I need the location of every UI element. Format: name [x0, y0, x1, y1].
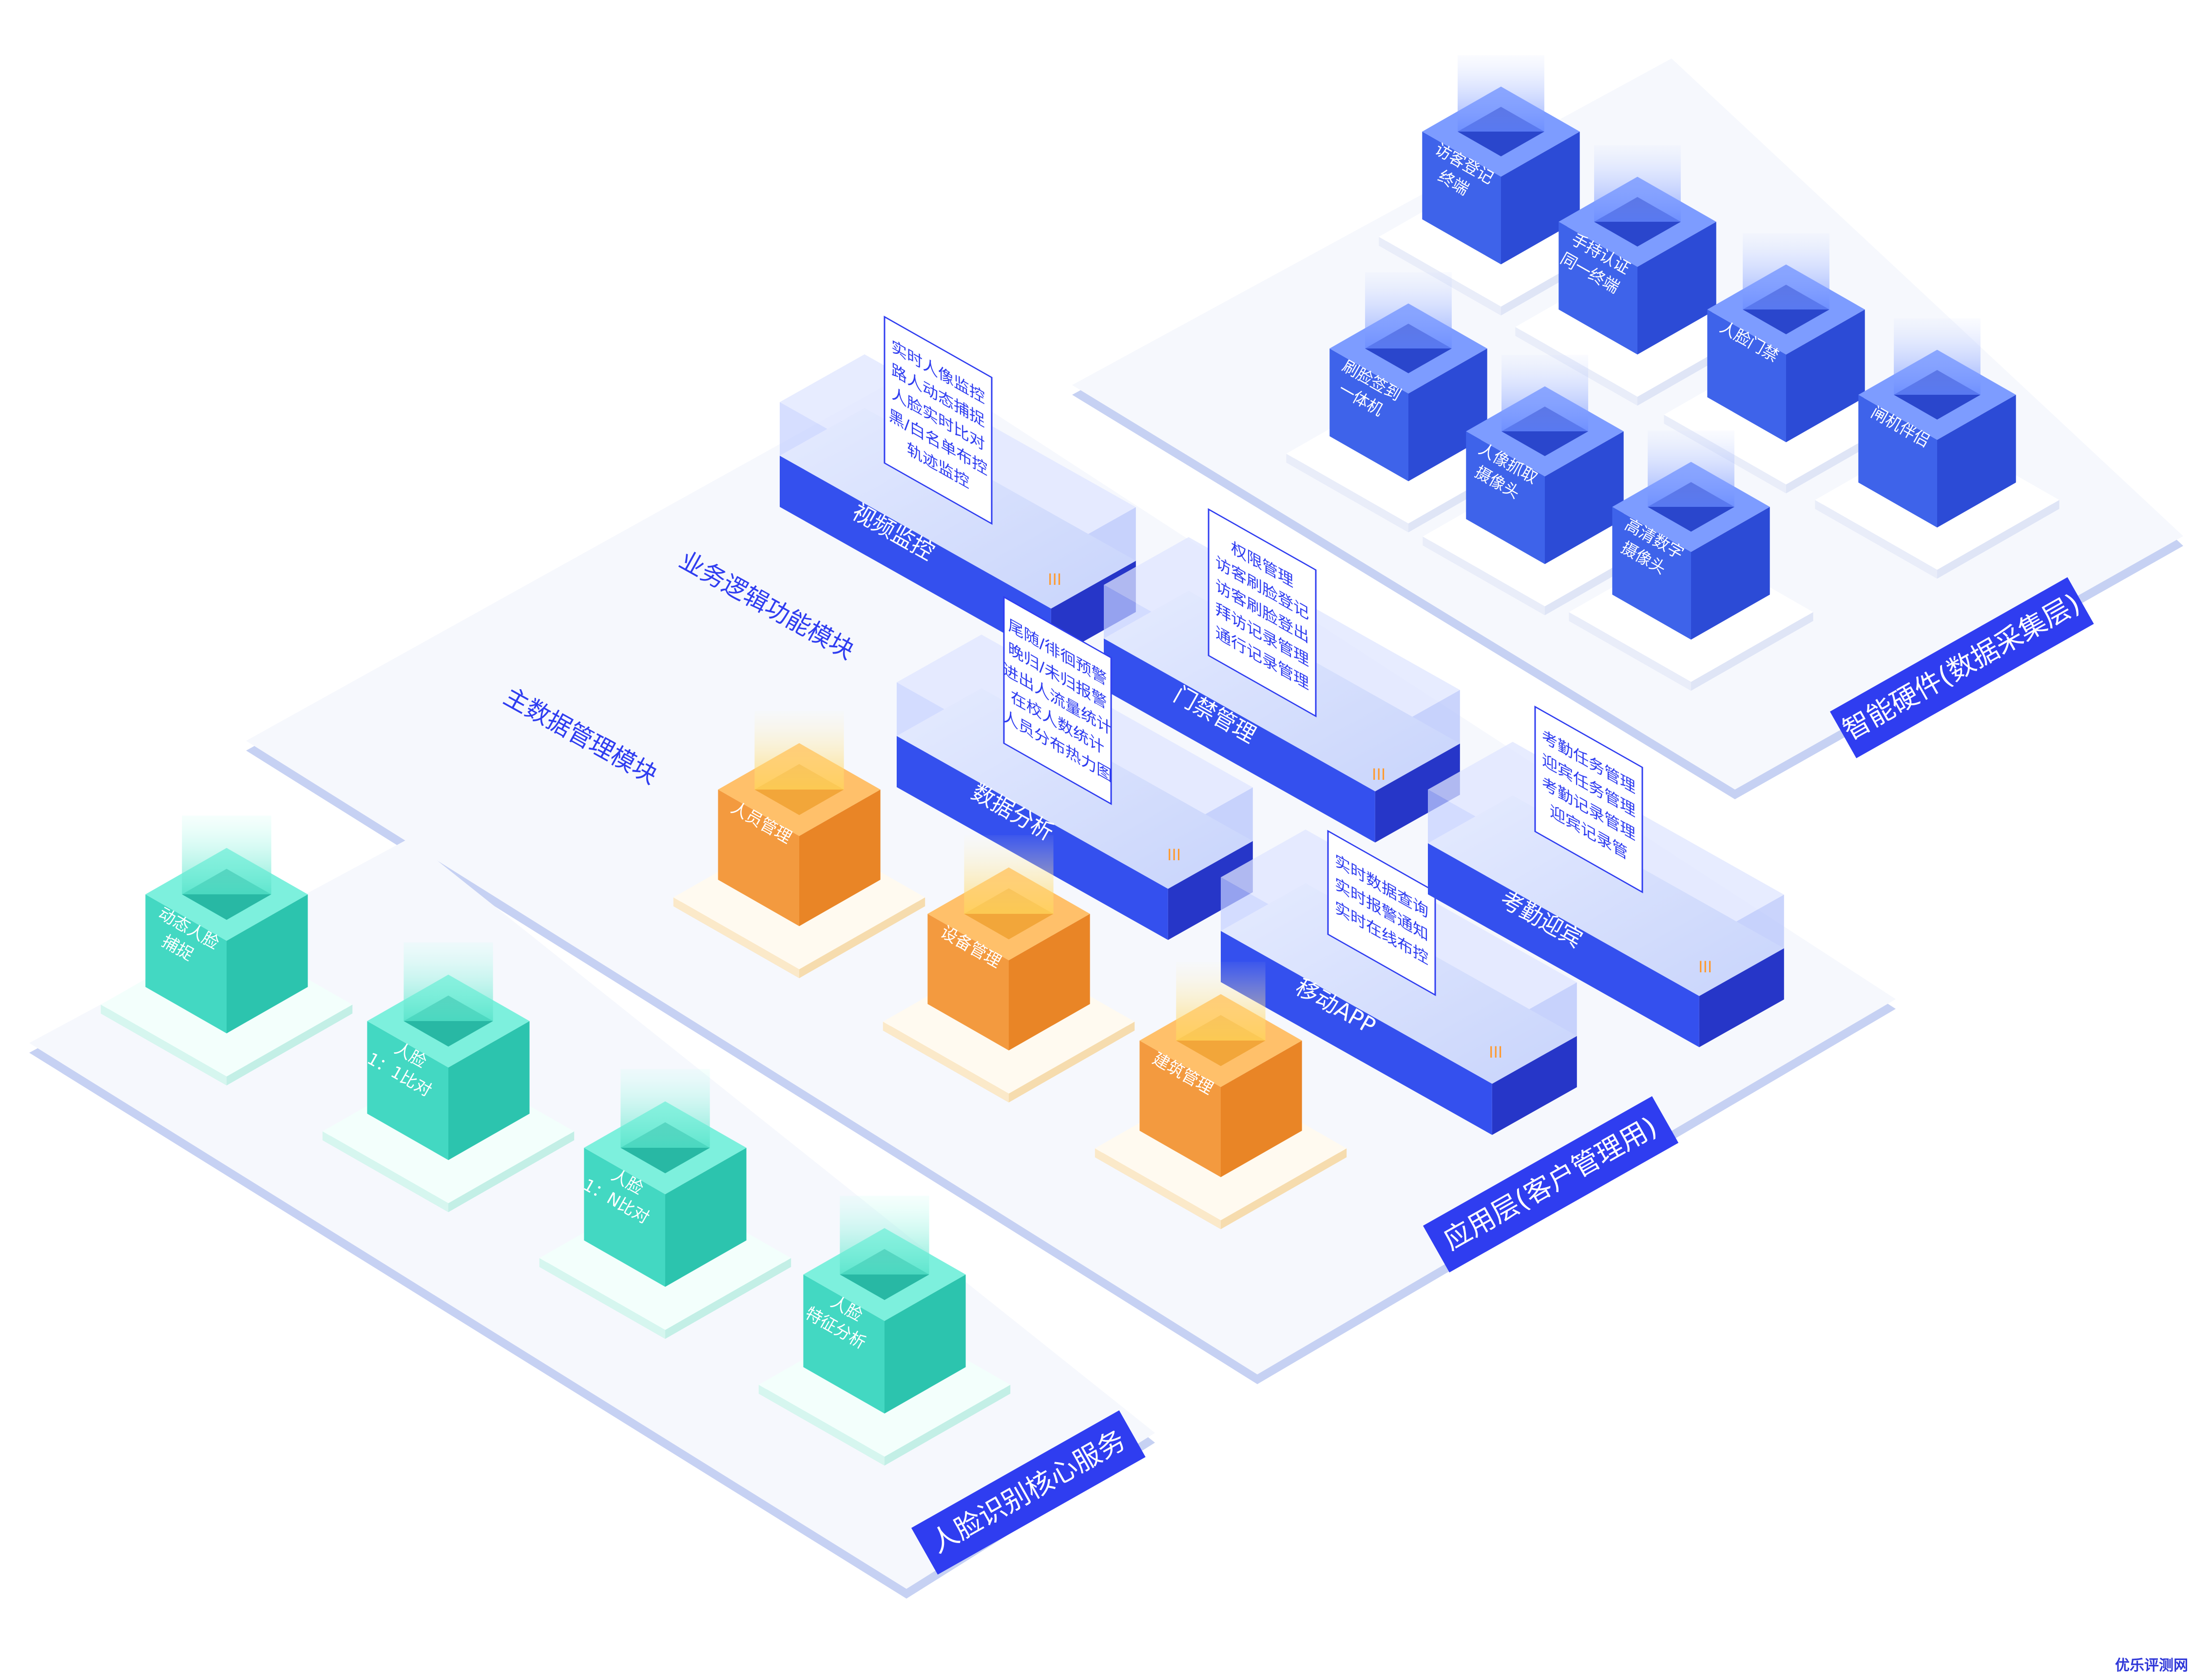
hardware-cube-0: 访客登记终端 — [1379, 55, 1623, 316]
master-cube-2: 建筑管理 — [1095, 962, 1347, 1229]
module-attendance: 考勤任务管理迎宾任务管理考勤记录管理迎宾记录管 — [1428, 705, 1784, 1047]
hardware-cube-5: 高清数字摄像头 — [1569, 430, 1813, 691]
module-bars-app: III — [1489, 1043, 1502, 1062]
watermark-text: 优乐评测网 — [2115, 1657, 2188, 1674]
face-cube-0: 动态人脸捕捉 — [100, 815, 353, 1085]
master-cube-0: 人员管理 — [673, 711, 925, 978]
module-bars-access: III — [1372, 765, 1385, 784]
module-bars-analysis: III — [1167, 846, 1181, 864]
module-bars-attendance: III — [1698, 958, 1712, 976]
hardware-cube-6: 闸机伴侣 — [1815, 318, 2059, 579]
face-cube-3: 人脸特征分析 — [758, 1196, 1011, 1466]
diagram-elements: 访客登记终端手持认证同一终端人脸门禁刷脸签到一体机人像抓取摄像头高清数字摄像头闸… — [100, 55, 2059, 1466]
master-cube-1: 设备管理 — [883, 835, 1135, 1102]
module-bars-video: III — [1048, 570, 1061, 589]
face-cube-1: 人脸1：1比对 — [322, 942, 575, 1212]
module-analysis-note-card: 尾随/徘徊预警晚归/未归报警进出人流量统计在校人数统计人员分布热力图 — [1003, 596, 1112, 805]
module-access-note-card: 权限管理访客刷脸登记访客刷脸登出拜访记录管理通行记录管理 — [1208, 508, 1317, 717]
platform-hardware — [1072, 58, 2183, 799]
module-attendance-note-card: 考勤任务管理迎宾任务管理考勤记录管理迎宾记录管 — [1534, 705, 1643, 893]
face-cube-2: 人脸1：N比对 — [539, 1069, 791, 1339]
hardware-cube-4: 人像抓取摄像头 — [1423, 355, 1667, 616]
module-access: 权限管理访客刷脸登记访客刷脸登出拜访记录管理通行记录管理 — [1104, 508, 1460, 843]
